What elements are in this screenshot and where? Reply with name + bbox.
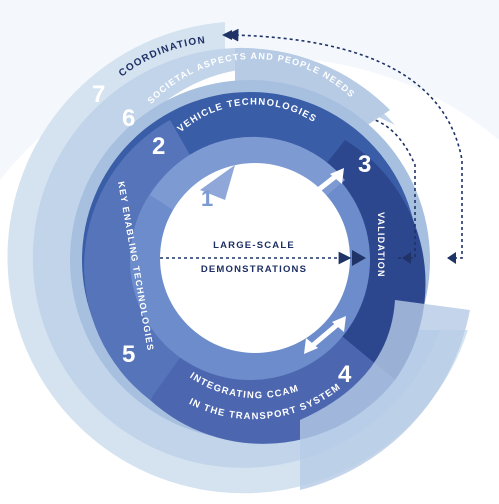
arrow-head-top	[222, 30, 232, 40]
arrow-head-right-1	[402, 252, 411, 264]
segment-1-wedge	[200, 165, 235, 200]
center-disk	[160, 163, 350, 353]
ring-3-label: VALIDATION	[376, 212, 386, 278]
ring-3-number: 3	[358, 151, 371, 178]
ring-5-number: 5	[122, 341, 135, 368]
ring-6-top-band	[235, 47, 390, 130]
ring-1-label-line2: DEMONSTRATIONS	[201, 264, 307, 275]
arrow-head-validation	[352, 250, 366, 266]
ring-4-extension	[300, 300, 470, 490]
ring-2-number: 2	[152, 133, 165, 160]
double-arrow-icon	[304, 316, 346, 354]
ring-1-number: 1	[201, 186, 213, 211]
double-arrow-icon	[300, 168, 344, 206]
dashed-arrow-feedback-societal	[374, 119, 416, 259]
arrow-head-right-2	[447, 252, 456, 264]
ring-6-number: 6	[122, 105, 135, 132]
ring-1-label-line1: LARGE-SCALE	[213, 240, 295, 251]
dashed-arrow-feedback-coordination	[225, 28, 463, 259]
ring-7-number: 7	[92, 81, 105, 108]
background-swoosh	[0, 0, 499, 180]
ring-4-number: 4	[338, 361, 352, 388]
